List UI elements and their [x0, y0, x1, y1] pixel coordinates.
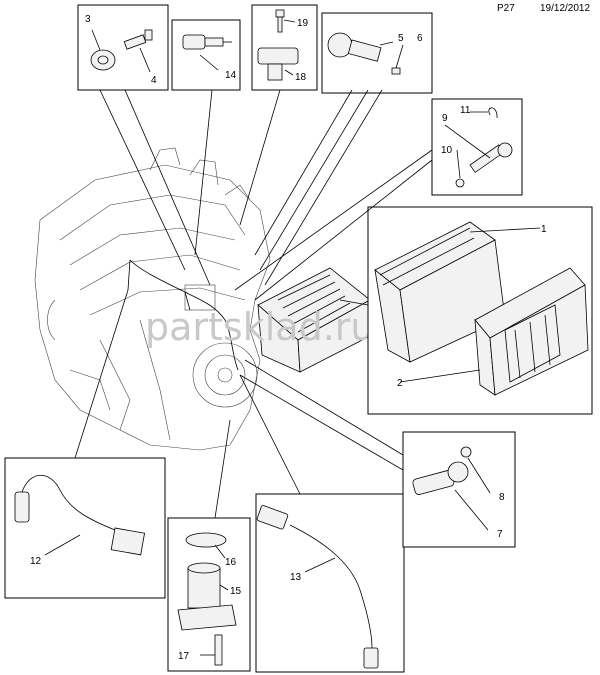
temperature-sensor [182, 34, 232, 50]
callout-16: 16 [225, 557, 237, 568]
bolt-4 [123, 29, 153, 50]
position-sensor-5 [327, 32, 382, 62]
camshaft-sensor [257, 47, 299, 81]
box-parts-18-19 [251, 4, 318, 91]
ecu-unit-1 [374, 221, 506, 363]
callout-3: 3 [85, 14, 91, 25]
ecu-cover-2 [474, 267, 589, 396]
box-part-14 [171, 19, 241, 91]
watermark: partsklad.ru [145, 305, 374, 349]
callout-19: 19 [297, 18, 309, 29]
callout-14: 14 [225, 70, 237, 81]
wiring-harness [129, 259, 239, 371]
callout-11: 11 [460, 105, 471, 116]
engine-assembly [34, 147, 271, 451]
callout-4: 4 [151, 75, 157, 86]
oil-level-sensor [177, 532, 237, 666]
page-number: P27 [497, 3, 515, 14]
oxygen-sensor-rear [256, 505, 379, 669]
callout-13: 13 [290, 572, 302, 583]
callout-8: 8 [499, 492, 505, 503]
bolt-6 [391, 67, 401, 75]
page-date: 19/12/2012 [540, 3, 591, 14]
ecu-module-installed [257, 267, 373, 373]
oxygen-sensor-front [14, 474, 146, 556]
callout-1: 1 [541, 224, 547, 235]
crankshaft-sensor [412, 446, 472, 495]
callout-6: 6 [417, 33, 423, 44]
callout-12: 12 [30, 556, 42, 567]
bolt-19 [275, 9, 285, 33]
callout-9: 9 [442, 113, 448, 124]
box-part-12 [4, 457, 166, 599]
callout-17: 17 [178, 651, 190, 662]
callout-5: 5 [398, 33, 404, 44]
callout-10: 10 [441, 145, 453, 156]
callout-7: 7 [497, 529, 503, 540]
oil-pressure-switch [90, 49, 116, 71]
knock-sensor-assembly [455, 107, 513, 188]
callout-18: 18 [295, 72, 307, 83]
callout-15: 15 [230, 586, 242, 597]
box-parts-3-4 [77, 4, 169, 91]
callout-2: 2 [397, 378, 403, 389]
